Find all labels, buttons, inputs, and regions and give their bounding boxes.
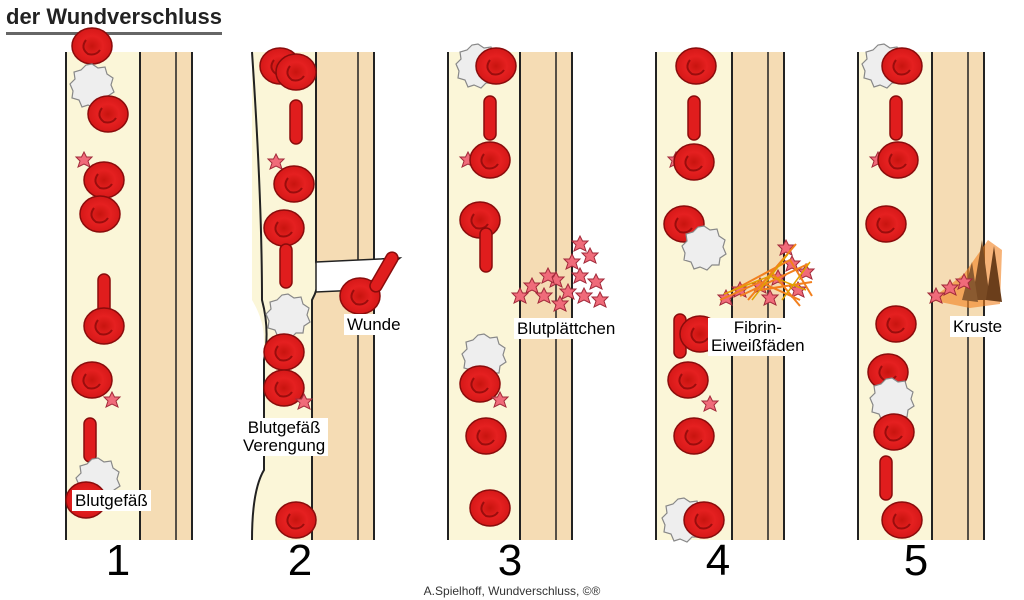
label-fibrin-line2: Eiweißfäden — [711, 336, 805, 355]
label-narrowing: Blutgefäß Verengung — [240, 418, 329, 456]
panel-4 — [655, 47, 815, 543]
label-fibrin-line1: Fibrin- — [733, 318, 782, 337]
label-narrowing-line2: Verengung — [243, 436, 326, 455]
step-number-1: 1 — [105, 536, 131, 585]
step-number-2: 2 — [287, 536, 313, 585]
panel-1 — [65, 27, 193, 540]
step-number-4: 4 — [705, 536, 731, 585]
label-platelets: Blutplättchen — [514, 318, 619, 339]
step-number-5: 5 — [903, 536, 929, 585]
fibrin-mesh — [717, 239, 815, 307]
credit-line: A.Spielhoff, Wundverschluss, ©® — [423, 584, 601, 598]
label-wound: Wunde — [344, 314, 404, 335]
label-blood-vessel: Blutgefäß — [72, 490, 151, 511]
panel-3 — [447, 43, 609, 540]
panel-5 — [857, 43, 1002, 540]
step-number-3: 3 — [497, 536, 523, 585]
page-title: der Wundverschluss — [6, 4, 222, 35]
crust — [927, 240, 1002, 308]
label-crust: Kruste — [950, 316, 1006, 337]
panel-2 — [251, 47, 403, 541]
label-narrowing-line1: Blutgefäß — [247, 418, 321, 437]
label-fibrin: Fibrin- Eiweißfäden — [708, 318, 808, 356]
